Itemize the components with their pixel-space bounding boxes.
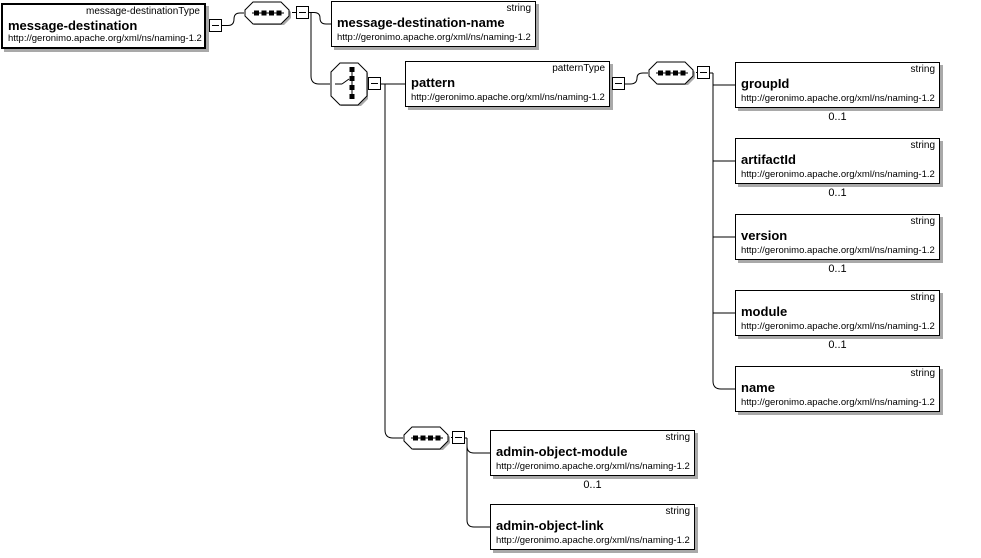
type-label: string	[665, 506, 690, 517]
element-name: message-destination-name	[337, 15, 505, 30]
type-label: string	[910, 368, 935, 379]
type-label: string	[910, 292, 935, 303]
cardinality-label: 0..1	[828, 187, 847, 199]
element-name: admin-object-module	[496, 444, 628, 459]
element-namespace: http://geronimo.apache.org/xml/ns/naming…	[496, 461, 690, 472]
collapse-toggle[interactable]	[697, 66, 710, 79]
element-box-message-destination[interactable]: message-destinationType message-destinat…	[1, 3, 206, 49]
collapse-toggle[interactable]	[368, 77, 381, 90]
sequence-icon[interactable]	[244, 1, 292, 25]
element-name: message-destination	[8, 18, 138, 33]
element-box-pattern[interactable]: patternType pattern http://geronimo.apac…	[405, 61, 610, 107]
type-label: string	[910, 64, 935, 75]
element-namespace: http://geronimo.apache.org/xml/ns/naming…	[741, 245, 935, 256]
type-label: string	[910, 216, 935, 227]
element-box-version[interactable]: string version http://geronimo.apache.or…	[735, 214, 940, 260]
element-namespace: http://geronimo.apache.org/xml/ns/naming…	[8, 33, 202, 44]
element-namespace: http://geronimo.apache.org/xml/ns/naming…	[337, 32, 531, 43]
element-name: module	[741, 304, 788, 319]
element-box-message-destination-name[interactable]: string message-destination-name http://g…	[331, 1, 536, 47]
element-name: artifactId	[741, 152, 796, 167]
element-name: groupId	[741, 76, 790, 91]
sequence-icon[interactable]	[403, 426, 451, 450]
element-box-groupid[interactable]: string groupId http://geronimo.apache.or…	[735, 62, 940, 108]
cardinality-label: 0..1	[828, 339, 847, 351]
element-name: version	[741, 228, 788, 243]
element-namespace: http://geronimo.apache.org/xml/ns/naming…	[411, 92, 605, 103]
element-box-admin-object-module[interactable]: string admin-object-module http://geroni…	[490, 430, 695, 476]
element-name: pattern	[411, 75, 456, 90]
element-name: name	[741, 380, 775, 395]
type-label: string	[665, 432, 690, 443]
choice-icon[interactable]	[330, 62, 368, 106]
type-label: string	[506, 3, 531, 14]
element-namespace: http://geronimo.apache.org/xml/ns/naming…	[496, 535, 690, 546]
sequence-icon[interactable]	[648, 61, 696, 85]
element-box-admin-object-link[interactable]: string admin-object-link http://geronimo…	[490, 504, 695, 550]
element-box-name[interactable]: string name http://geronimo.apache.org/x…	[735, 366, 940, 412]
element-namespace: http://geronimo.apache.org/xml/ns/naming…	[741, 169, 935, 180]
collapse-toggle[interactable]	[209, 19, 222, 32]
type-label: patternType	[552, 63, 605, 74]
element-namespace: http://geronimo.apache.org/xml/ns/naming…	[741, 93, 935, 104]
cardinality-label: 0..1	[828, 111, 847, 123]
element-namespace: http://geronimo.apache.org/xml/ns/naming…	[741, 321, 935, 332]
collapse-toggle[interactable]	[296, 6, 309, 19]
cardinality-label: 0..1	[583, 479, 602, 491]
type-label: message-destinationType	[86, 6, 200, 17]
collapse-toggle[interactable]	[452, 431, 465, 444]
element-namespace: http://geronimo.apache.org/xml/ns/naming…	[741, 397, 935, 408]
element-box-module[interactable]: string module http://geronimo.apache.org…	[735, 290, 940, 336]
cardinality-label: 0..1	[828, 263, 847, 275]
type-label: string	[910, 140, 935, 151]
element-name: admin-object-link	[496, 518, 604, 533]
element-box-artifactid[interactable]: string artifactId http://geronimo.apache…	[735, 138, 940, 184]
collapse-toggle[interactable]	[612, 77, 625, 90]
